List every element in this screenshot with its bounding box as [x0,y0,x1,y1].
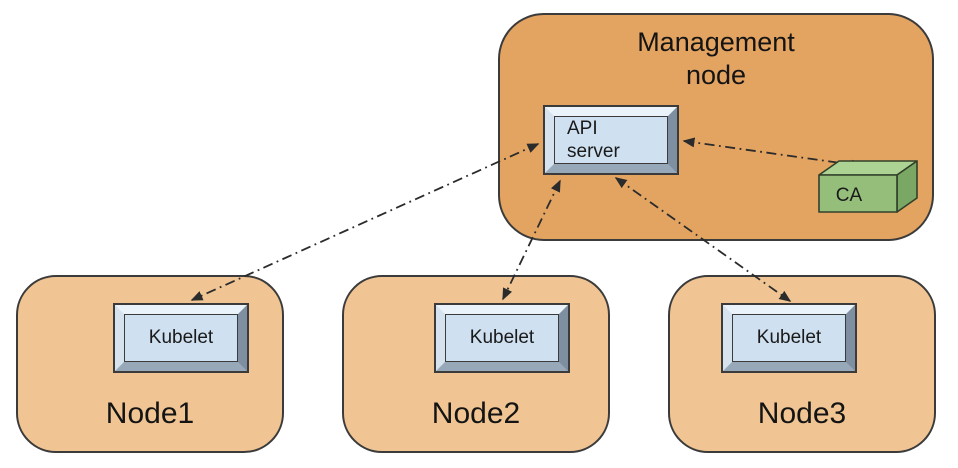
node1-label: Node1 [105,397,195,430]
kubelet-box-bevel [723,305,855,371]
node2-label: Node2 [431,397,521,430]
kubelet-label-node1: Kubelet [148,327,214,348]
api-server-label: API server [567,118,620,162]
kubelet-box-bevel [436,305,568,371]
node3-label: Node3 [757,397,847,430]
api-server-face: API server [554,116,668,164]
kubelet-box-node3: Kubelet [721,303,857,373]
api-server-box: API server [543,105,679,175]
kubelet-label-node3: Kubelet [756,327,822,348]
kubelet-box-bevel [115,305,247,371]
kubelet-label-node2: Kubelet [469,327,535,348]
kubelet-box-node2: Kubelet [434,303,570,373]
kubelet-face: Kubelet [732,314,846,362]
kubelet-box-node1: Kubelet [113,303,249,373]
api-server-box-bevel [545,107,677,173]
kubelet-face: Kubelet [124,314,238,362]
management-node-title: Management node [637,27,795,90]
kubelet-face: Kubelet [445,314,559,362]
